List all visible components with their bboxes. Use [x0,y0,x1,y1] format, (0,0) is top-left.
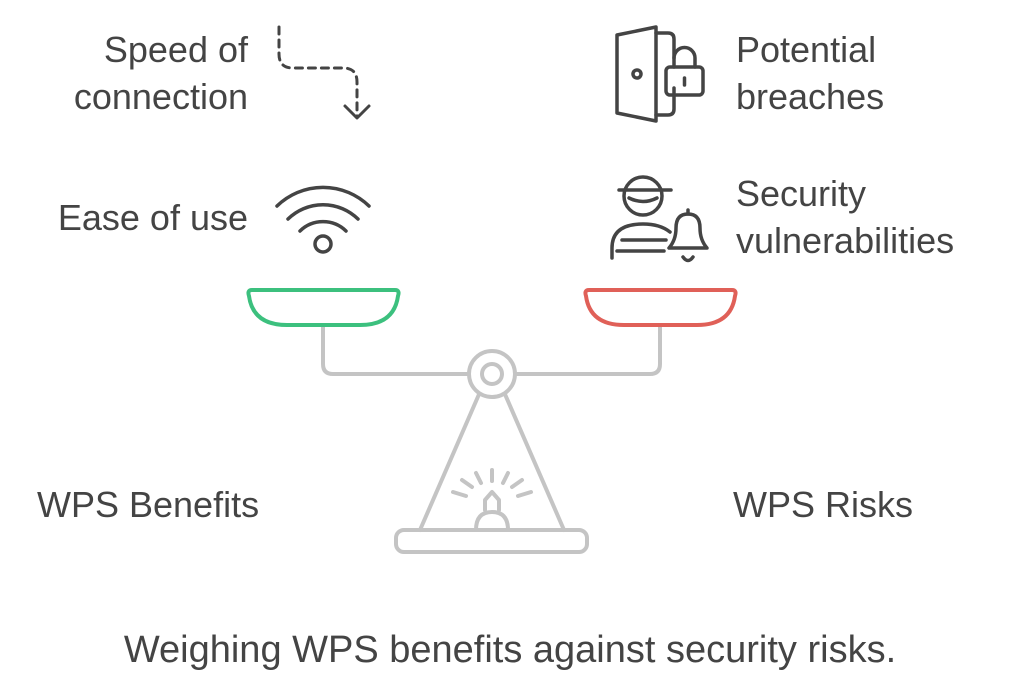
diagram-caption: Weighing WPS benefits against security r… [123,629,897,671]
hacker-bell-icon [610,175,709,263]
label-vuln-line-1: Security [736,173,867,214]
label-speed-line-1: Speed of [103,29,248,70]
scale-stand [394,390,589,554]
door-lock-icon [615,25,705,123]
wifi-icon [275,185,371,254]
scale-beam [321,323,662,376]
dashed-arrow-icon [277,25,371,120]
risks-pan [583,288,738,327]
label-breaches-line-1: Potential [736,29,877,70]
label-wps-benefits: WPS Benefits [37,484,260,525]
label-speed-of-connection: Speed of connection [74,26,248,120]
label-breaches-line-2: breaches [736,76,885,117]
label-speed-line-2: connection [73,76,248,117]
label-ease-of-use: Ease of use [57,197,248,238]
benefits-pan [246,288,401,327]
label-potential-breaches: Potential breaches [736,26,884,120]
label-security-vulnerabilities: Security vulnerabilities [736,170,954,264]
label-vuln-line-2: vulnerabilities [736,220,955,261]
scale-pivot [467,349,517,399]
label-wps-risks: WPS Risks [733,484,913,525]
